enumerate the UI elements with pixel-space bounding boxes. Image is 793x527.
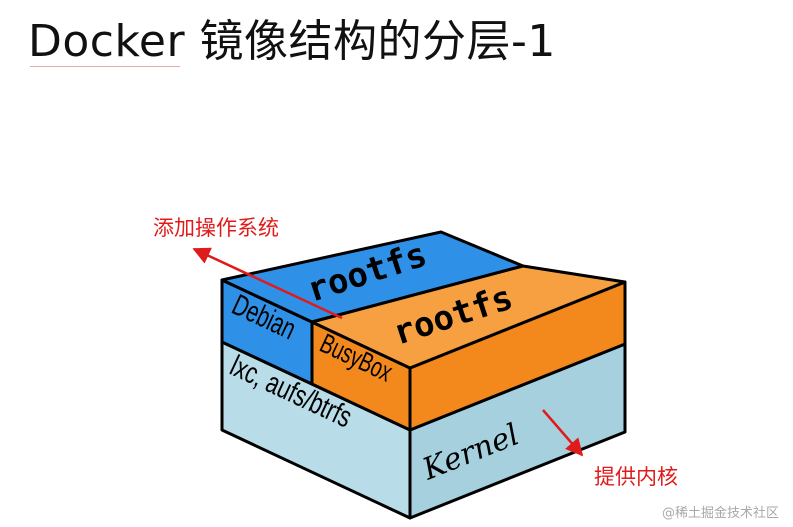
callout-kernel: 提供内核 [594, 465, 678, 489]
watermark: @稀土掘金技术社区 [661, 506, 779, 521]
title-underline [30, 66, 180, 67]
slide-title: Docker 镜像结构的分层-1 [28, 16, 556, 67]
arrow-kernel [542, 409, 584, 457]
arrow-add-os [192, 247, 343, 320]
callout-add-os: 添加操作系统 [153, 216, 279, 240]
busybox-layer-top [310, 264, 627, 370]
